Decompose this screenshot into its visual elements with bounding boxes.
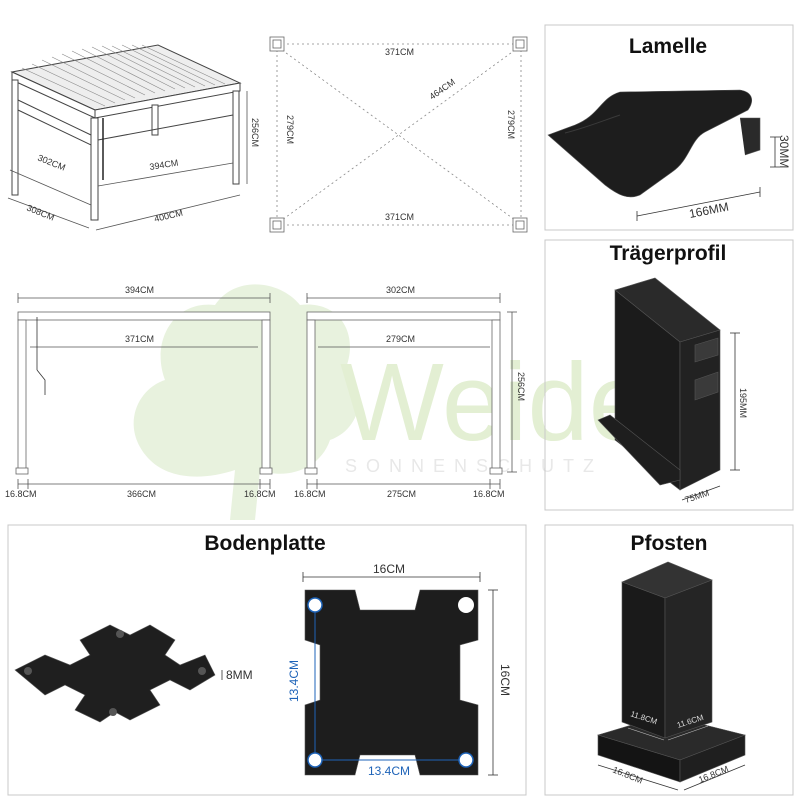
overview-depth-front-label: 302CM [36, 153, 67, 173]
pergola-3d-dimensions [7, 91, 248, 231]
bodenplatte-height-label: 16CM [498, 664, 512, 696]
front-foot-left-label: 16.8CM [5, 489, 37, 499]
lamelle-width-label: 166MM [688, 200, 730, 221]
traegerprofil-width-label: 75MM [684, 488, 711, 505]
pfosten-dimensions [627, 725, 709, 741]
traegerprofil-height-label: 195MM [738, 388, 748, 418]
front-foot-right-label: 16.8CM [244, 489, 276, 499]
lamelle-profile [547, 89, 761, 198]
overview-width-total-label: 400CM [153, 208, 184, 224]
bodenplatte-dimensions [302, 572, 498, 776]
side-width-label: 302CM [386, 285, 415, 295]
plan-bottom-label: 371CM [385, 212, 414, 222]
traegerprofil-dimensions [681, 332, 740, 501]
bodenplatte-plan [304, 589, 479, 776]
overview-height-label: 256CM [250, 118, 260, 147]
lamelle-height-label: 30MM [777, 135, 791, 168]
plan-diagonal-label: 464CM [427, 77, 457, 102]
watermark-tagline: SONNENSCHUTZ [345, 456, 603, 476]
overview-inner-width-label: 394CM [149, 158, 179, 172]
side-inner-label: 279CM [386, 334, 415, 344]
front-inner-label: 371CM [125, 334, 154, 344]
traegerprofil-profile [597, 277, 721, 491]
overview-depth-total-label: 308CM [25, 203, 56, 223]
side-foot-left-label: 16.8CM [294, 489, 326, 499]
bodenplatte-3d [14, 624, 216, 723]
traegerprofil-title: Trägerprofil [610, 242, 727, 265]
bodenplatte-hole-dimensions [314, 612, 459, 761]
lamelle-dimensions [636, 136, 780, 221]
pergola-3d-overview [10, 44, 242, 221]
bodenplatte-thickness-label: 8MM [226, 668, 253, 682]
side-middle-label: 275CM [387, 489, 416, 499]
front-width-label: 394CM [125, 285, 154, 295]
plan-right-label: 279CM [506, 110, 516, 139]
pfosten-base-dimensions [597, 764, 746, 791]
side-height-label: 256CM [516, 372, 526, 401]
plan-top-label: 371CM [385, 47, 414, 57]
plan-view [276, 43, 522, 226]
plan-left-label: 279CM [285, 115, 295, 144]
lamelle-panel [544, 24, 794, 231]
pfosten-title: Pfosten [630, 532, 707, 555]
bodenplatte-hole-horizontal-label: 13.4CM [368, 764, 410, 778]
bodenplatte-title: Bodenplatte [204, 532, 325, 555]
side-foot-right-label: 16.8CM [473, 489, 505, 499]
plan-post-markers [269, 36, 528, 233]
lamelle-title: Lamelle [629, 35, 707, 58]
bodenplatte-width-label: 16CM [373, 562, 405, 576]
side-view [304, 293, 517, 489]
traegerprofil-panel [544, 239, 794, 511]
bodenplatte-panel [7, 524, 527, 796]
bodenplatte-hole-vertical-label: 13.4CM [287, 660, 301, 702]
pfosten-post [596, 561, 746, 783]
pfosten-panel [544, 524, 794, 796]
front-middle-label: 366CM [127, 489, 156, 499]
front-view [15, 293, 273, 489]
tree-watermark-icon [133, 284, 360, 520]
